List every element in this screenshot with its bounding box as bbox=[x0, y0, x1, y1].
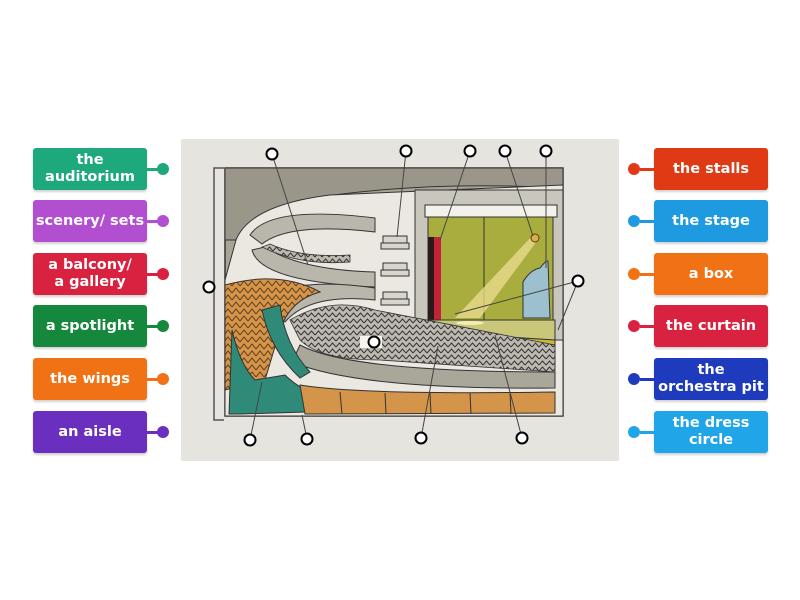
label-text: the wings bbox=[50, 370, 130, 387]
label-text: an aisle bbox=[58, 423, 122, 440]
connector bbox=[640, 219, 654, 223]
connector-knob[interactable] bbox=[628, 426, 640, 438]
connector bbox=[640, 324, 654, 328]
label-text: a balcony/ a gallery bbox=[48, 257, 132, 290]
hotspot-11[interactable] bbox=[414, 431, 428, 445]
connector-knob[interactable] bbox=[628, 215, 640, 227]
connector-knob[interactable] bbox=[628, 373, 640, 385]
label-the-orchestra-pit[interactable]: the orchestra pit bbox=[628, 358, 768, 400]
label-text: the stalls bbox=[672, 160, 750, 177]
connector bbox=[640, 430, 654, 434]
connector-knob[interactable] bbox=[628, 163, 640, 175]
label-the-auditorium[interactable]: the auditorium bbox=[33, 148, 169, 190]
hotspot-12[interactable] bbox=[515, 431, 529, 445]
label-text: the auditorium bbox=[45, 152, 135, 185]
label-text: the dress circle bbox=[672, 415, 750, 448]
connector-knob[interactable] bbox=[157, 373, 169, 385]
connector bbox=[147, 377, 161, 381]
connector bbox=[147, 272, 161, 276]
connector bbox=[640, 167, 654, 171]
label-the-curtain[interactable]: the curtain bbox=[628, 305, 768, 347]
label-a-spotlight[interactable]: a spotlight bbox=[33, 305, 169, 347]
hotspot-10[interactable] bbox=[300, 432, 314, 446]
connector bbox=[147, 324, 161, 328]
boxes bbox=[380, 235, 410, 306]
connector-knob[interactable] bbox=[157, 426, 169, 438]
connector-knob[interactable] bbox=[628, 320, 640, 332]
pointer-lines bbox=[249, 150, 579, 441]
label-text: the stage bbox=[672, 212, 750, 229]
label-an-aisle[interactable]: an aisle bbox=[33, 411, 169, 453]
hotspot-1[interactable] bbox=[265, 147, 279, 161]
label-the-stage[interactable]: the stage bbox=[628, 200, 768, 242]
connector-knob[interactable] bbox=[157, 163, 169, 175]
label-text: a box bbox=[688, 265, 734, 282]
label-text: the curtain bbox=[665, 317, 757, 334]
theatre-diagram-image bbox=[181, 139, 619, 461]
label-a-balcony-a-gallery[interactable]: a balcony/ a gallery bbox=[33, 253, 169, 295]
connector-knob[interactable] bbox=[157, 320, 169, 332]
connector bbox=[147, 430, 161, 434]
label-scenery-sets[interactable]: scenery/ sets bbox=[33, 200, 169, 242]
hotspot-5[interactable] bbox=[539, 144, 553, 158]
hotspot-8[interactable] bbox=[367, 335, 381, 349]
connector bbox=[147, 219, 161, 223]
label-text: the orchestra pit bbox=[658, 362, 764, 395]
connector bbox=[640, 377, 654, 381]
connector-knob[interactable] bbox=[157, 268, 169, 280]
label-the-stalls[interactable]: the stalls bbox=[628, 148, 768, 190]
label-the-wings[interactable]: the wings bbox=[33, 358, 169, 400]
connector-knob[interactable] bbox=[157, 215, 169, 227]
hotspot-9[interactable] bbox=[243, 433, 257, 447]
connector-knob[interactable] bbox=[628, 268, 640, 280]
hotspot-4[interactable] bbox=[498, 144, 512, 158]
connector bbox=[640, 272, 654, 276]
label-text: a spotlight bbox=[45, 317, 135, 334]
hotspot-6[interactable] bbox=[202, 280, 216, 294]
hotspot-3[interactable] bbox=[463, 144, 477, 158]
hotspot-7[interactable] bbox=[571, 274, 585, 288]
label-text: scenery/ sets bbox=[35, 212, 145, 229]
connector bbox=[147, 167, 161, 171]
label-the-dress-circle[interactable]: the dress circle bbox=[628, 411, 768, 453]
theatre-illustration bbox=[181, 139, 619, 461]
hotspot-2[interactable] bbox=[399, 144, 413, 158]
label-a-box[interactable]: a box bbox=[628, 253, 768, 295]
